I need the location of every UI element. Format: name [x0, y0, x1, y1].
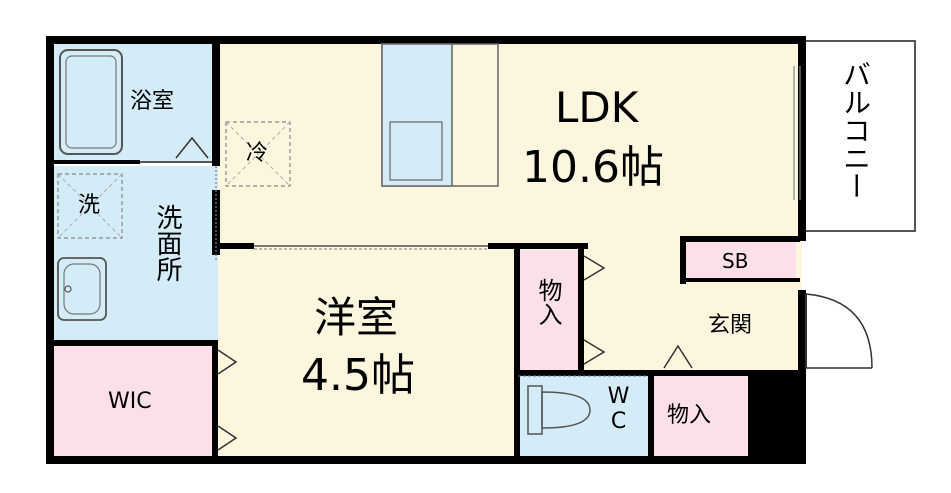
storage1-label: 物入	[534, 278, 562, 326]
washing-machine-icon	[57, 173, 123, 239]
shoebox-label: SB	[722, 249, 749, 273]
toilet-floor	[518, 375, 650, 460]
fridge-label: 冷	[246, 141, 269, 166]
wall-toilet-right	[648, 370, 654, 460]
outer-wall-right-upper	[798, 36, 806, 241]
storage2-floor	[654, 375, 748, 460]
washroom-label: 洗面所	[152, 204, 182, 282]
toilet-icon	[527, 385, 543, 435]
washroom-floor	[50, 166, 218, 342]
wall-bath-bottom	[50, 160, 140, 164]
washer-label: 洗	[78, 193, 101, 218]
wall-toilet-top	[518, 370, 754, 376]
bathroom-label: 浴室	[130, 89, 175, 114]
wall-left-inner	[212, 36, 220, 166]
ldk-floor-lower	[580, 240, 680, 375]
entrance-door-swing-icon	[805, 293, 873, 369]
wall-washroom-bottom	[50, 340, 218, 346]
entrance-floor	[684, 280, 796, 370]
wall-western-top	[218, 243, 254, 249]
bathtub-icon	[59, 49, 123, 155]
ldk-name: LDK	[555, 83, 639, 132]
storage2-label: 物入	[667, 403, 712, 428]
entrance-label: 玄関	[708, 313, 753, 338]
ldk-size: 10.6帖	[522, 142, 664, 193]
wall-western-top-right	[488, 243, 588, 249]
outer-wall-top	[46, 36, 806, 44]
entrance-block	[748, 370, 806, 464]
wall-storage1-right	[578, 243, 584, 376]
shoebox-floor	[684, 240, 796, 280]
wic-floor	[50, 346, 218, 460]
toilet-label: WC	[606, 384, 631, 434]
sink-icon	[389, 121, 443, 181]
balcony-area	[804, 40, 916, 232]
wall-shoebox-bottom	[680, 278, 800, 282]
outer-wall-bottom	[46, 456, 806, 464]
bath-door-icon	[175, 136, 209, 159]
balcony-label: バルコニー	[839, 60, 872, 200]
western-room-size: 4.5帖	[301, 350, 415, 401]
outer-wall-left	[46, 36, 54, 462]
wall-western-right	[514, 243, 520, 460]
wash-basin-icon	[57, 257, 107, 321]
wall-entrance-top	[680, 236, 800, 242]
storage1-floor	[518, 250, 580, 370]
western-room-floor	[218, 246, 518, 460]
wall-entrance-left	[680, 236, 686, 284]
wall-wic-right	[212, 345, 218, 460]
wic-label: WIC	[108, 389, 152, 414]
western-room-name: 洋室	[314, 293, 399, 342]
outer-wall-right-lower	[798, 290, 806, 370]
fridge-icon	[225, 121, 291, 187]
